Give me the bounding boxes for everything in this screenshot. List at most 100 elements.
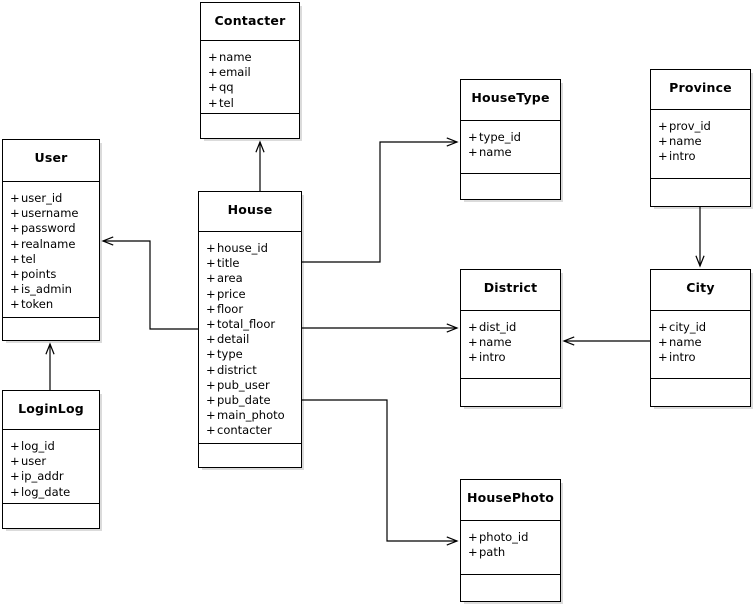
uml-attribute: +tel — [201, 96, 299, 111]
uml-attribute: +user — [3, 454, 99, 469]
relation-province-city[interactable] — [695, 207, 705, 268]
visibility-marker: + — [208, 50, 218, 64]
uml-attribute: +name — [651, 134, 750, 149]
visibility-marker: + — [208, 65, 218, 80]
uml-class-city[interactable]: City+city_id+name+intro — [650, 269, 751, 407]
uml-operations-loginlog — [3, 504, 99, 526]
attribute-label: name — [479, 145, 512, 160]
visibility-marker: + — [206, 362, 216, 377]
uml-attributes-contacter: +name+email+qq+tel — [201, 41, 299, 114]
relation-house-housephoto[interactable] — [302, 399, 459, 546]
relation-house-housetype[interactable] — [302, 137, 459, 263]
attribute-label: floor — [217, 301, 244, 316]
attribute-label: user — [21, 454, 47, 469]
arrowhead-open-icon — [446, 323, 459, 333]
arrowhead-open-icon — [101, 236, 114, 246]
visibility-marker: + — [206, 332, 216, 347]
uml-class-user[interactable]: User+user_id+username+password+realname+… — [2, 139, 100, 341]
attribute-label: prov_id — [669, 119, 711, 133]
visibility-marker: + — [468, 545, 478, 560]
uml-class-housephoto[interactable]: HousePhoto+photo_id+path — [460, 479, 561, 602]
uml-class-house[interactable]: House+house_id+title+area+price+floor+to… — [198, 191, 302, 468]
uml-class-province[interactable]: Province +prov_id+name+intro — [650, 69, 751, 207]
uml-operations-district — [461, 379, 560, 401]
uml-attribute: +tel — [3, 252, 99, 267]
attribute-label: log_id — [21, 439, 55, 453]
visibility-marker: + — [10, 221, 20, 236]
uml-class-name-city: City — [651, 270, 750, 311]
relation-loginlog-user[interactable] — [45, 342, 55, 390]
uml-attribute: +title — [199, 256, 301, 271]
uml-attribute: +price — [199, 287, 301, 302]
uml-attributes-loginlog: +log_id+user+ip_addr+log_date — [3, 430, 99, 504]
visibility-marker: + — [10, 251, 20, 266]
attribute-label: intro — [669, 149, 696, 164]
uml-attribute: +qq — [201, 80, 299, 95]
uml-attribute: +is_admin — [3, 282, 99, 297]
uml-attribute: +city_id — [651, 320, 750, 335]
attribute-label: dist_id — [479, 320, 517, 334]
uml-operations-contacter — [201, 114, 299, 136]
uml-attributes-housephoto: +photo_id+path — [461, 521, 560, 575]
uml-attribute: +user_id — [3, 191, 99, 206]
uml-class-name-province: Province — [651, 70, 750, 110]
visibility-marker: + — [206, 347, 216, 362]
visibility-marker: + — [206, 423, 216, 438]
uml-attribute: +name — [651, 335, 750, 350]
uml-operations-housephoto — [461, 575, 560, 597]
relation-house-district[interactable] — [302, 323, 459, 333]
uml-attribute: +photo_id — [461, 530, 560, 545]
relation-line — [103, 240, 198, 330]
uml-operations-province — [651, 179, 750, 201]
uml-operations-house — [199, 444, 301, 466]
visibility-marker: + — [468, 320, 478, 334]
uml-attribute: +ip_addr — [3, 469, 99, 484]
attribute-label: title — [217, 256, 240, 271]
relation-line — [302, 141, 457, 263]
uml-attribute: +log_date — [3, 485, 99, 500]
visibility-marker: + — [206, 377, 216, 392]
visibility-marker: + — [468, 530, 478, 544]
arrowhead-open-icon — [45, 342, 55, 355]
visibility-marker: + — [10, 282, 20, 297]
visibility-marker: + — [206, 241, 216, 255]
relation-house-user[interactable] — [101, 236, 198, 330]
uml-attribute: +name — [461, 145, 560, 160]
visibility-marker: + — [208, 95, 218, 110]
attribute-label: contacter — [217, 423, 272, 438]
visibility-marker: + — [10, 454, 20, 469]
attribute-label: qq — [219, 80, 234, 95]
visibility-marker: + — [206, 256, 216, 271]
uml-attribute: +intro — [651, 149, 750, 164]
attribute-label: total_floor — [217, 317, 276, 332]
attribute-label: token — [21, 297, 54, 312]
visibility-marker: + — [206, 271, 216, 286]
uml-class-loginlog[interactable]: LoginLog+log_id+user+ip_addr+log_date — [2, 390, 100, 529]
arrowhead-open-icon — [446, 536, 459, 546]
visibility-marker: + — [206, 317, 216, 332]
uml-attribute: +type — [199, 347, 301, 362]
uml-class-name-housetype: HouseType — [461, 80, 560, 121]
uml-class-housetype[interactable]: HouseType+type_id+name — [460, 79, 561, 200]
attribute-label: password — [21, 221, 76, 236]
visibility-marker: + — [10, 297, 20, 312]
uml-attributes-city: +city_id+name+intro — [651, 311, 750, 379]
arrowhead-open-icon — [562, 336, 575, 346]
visibility-marker: + — [658, 134, 668, 149]
uml-attribute: +detail — [199, 332, 301, 347]
uml-class-district[interactable]: District+dist_id+name+intro — [460, 269, 561, 407]
uml-class-name-housephoto: HousePhoto — [461, 480, 560, 521]
uml-class-contacter[interactable]: Contacter+name+email+qq+tel — [200, 2, 300, 139]
arrowhead-open-icon — [255, 140, 265, 153]
attribute-label: city_id — [669, 320, 707, 334]
relation-house-contacter[interactable] — [255, 140, 265, 191]
visibility-marker: + — [206, 286, 216, 301]
relation-city-district[interactable] — [562, 336, 650, 346]
uml-attribute: +main_photo — [199, 408, 301, 423]
uml-attribute: +district — [199, 363, 301, 378]
visibility-marker: + — [208, 80, 218, 95]
attribute-label: house_id — [217, 241, 268, 255]
attribute-label: main_photo — [217, 408, 285, 423]
